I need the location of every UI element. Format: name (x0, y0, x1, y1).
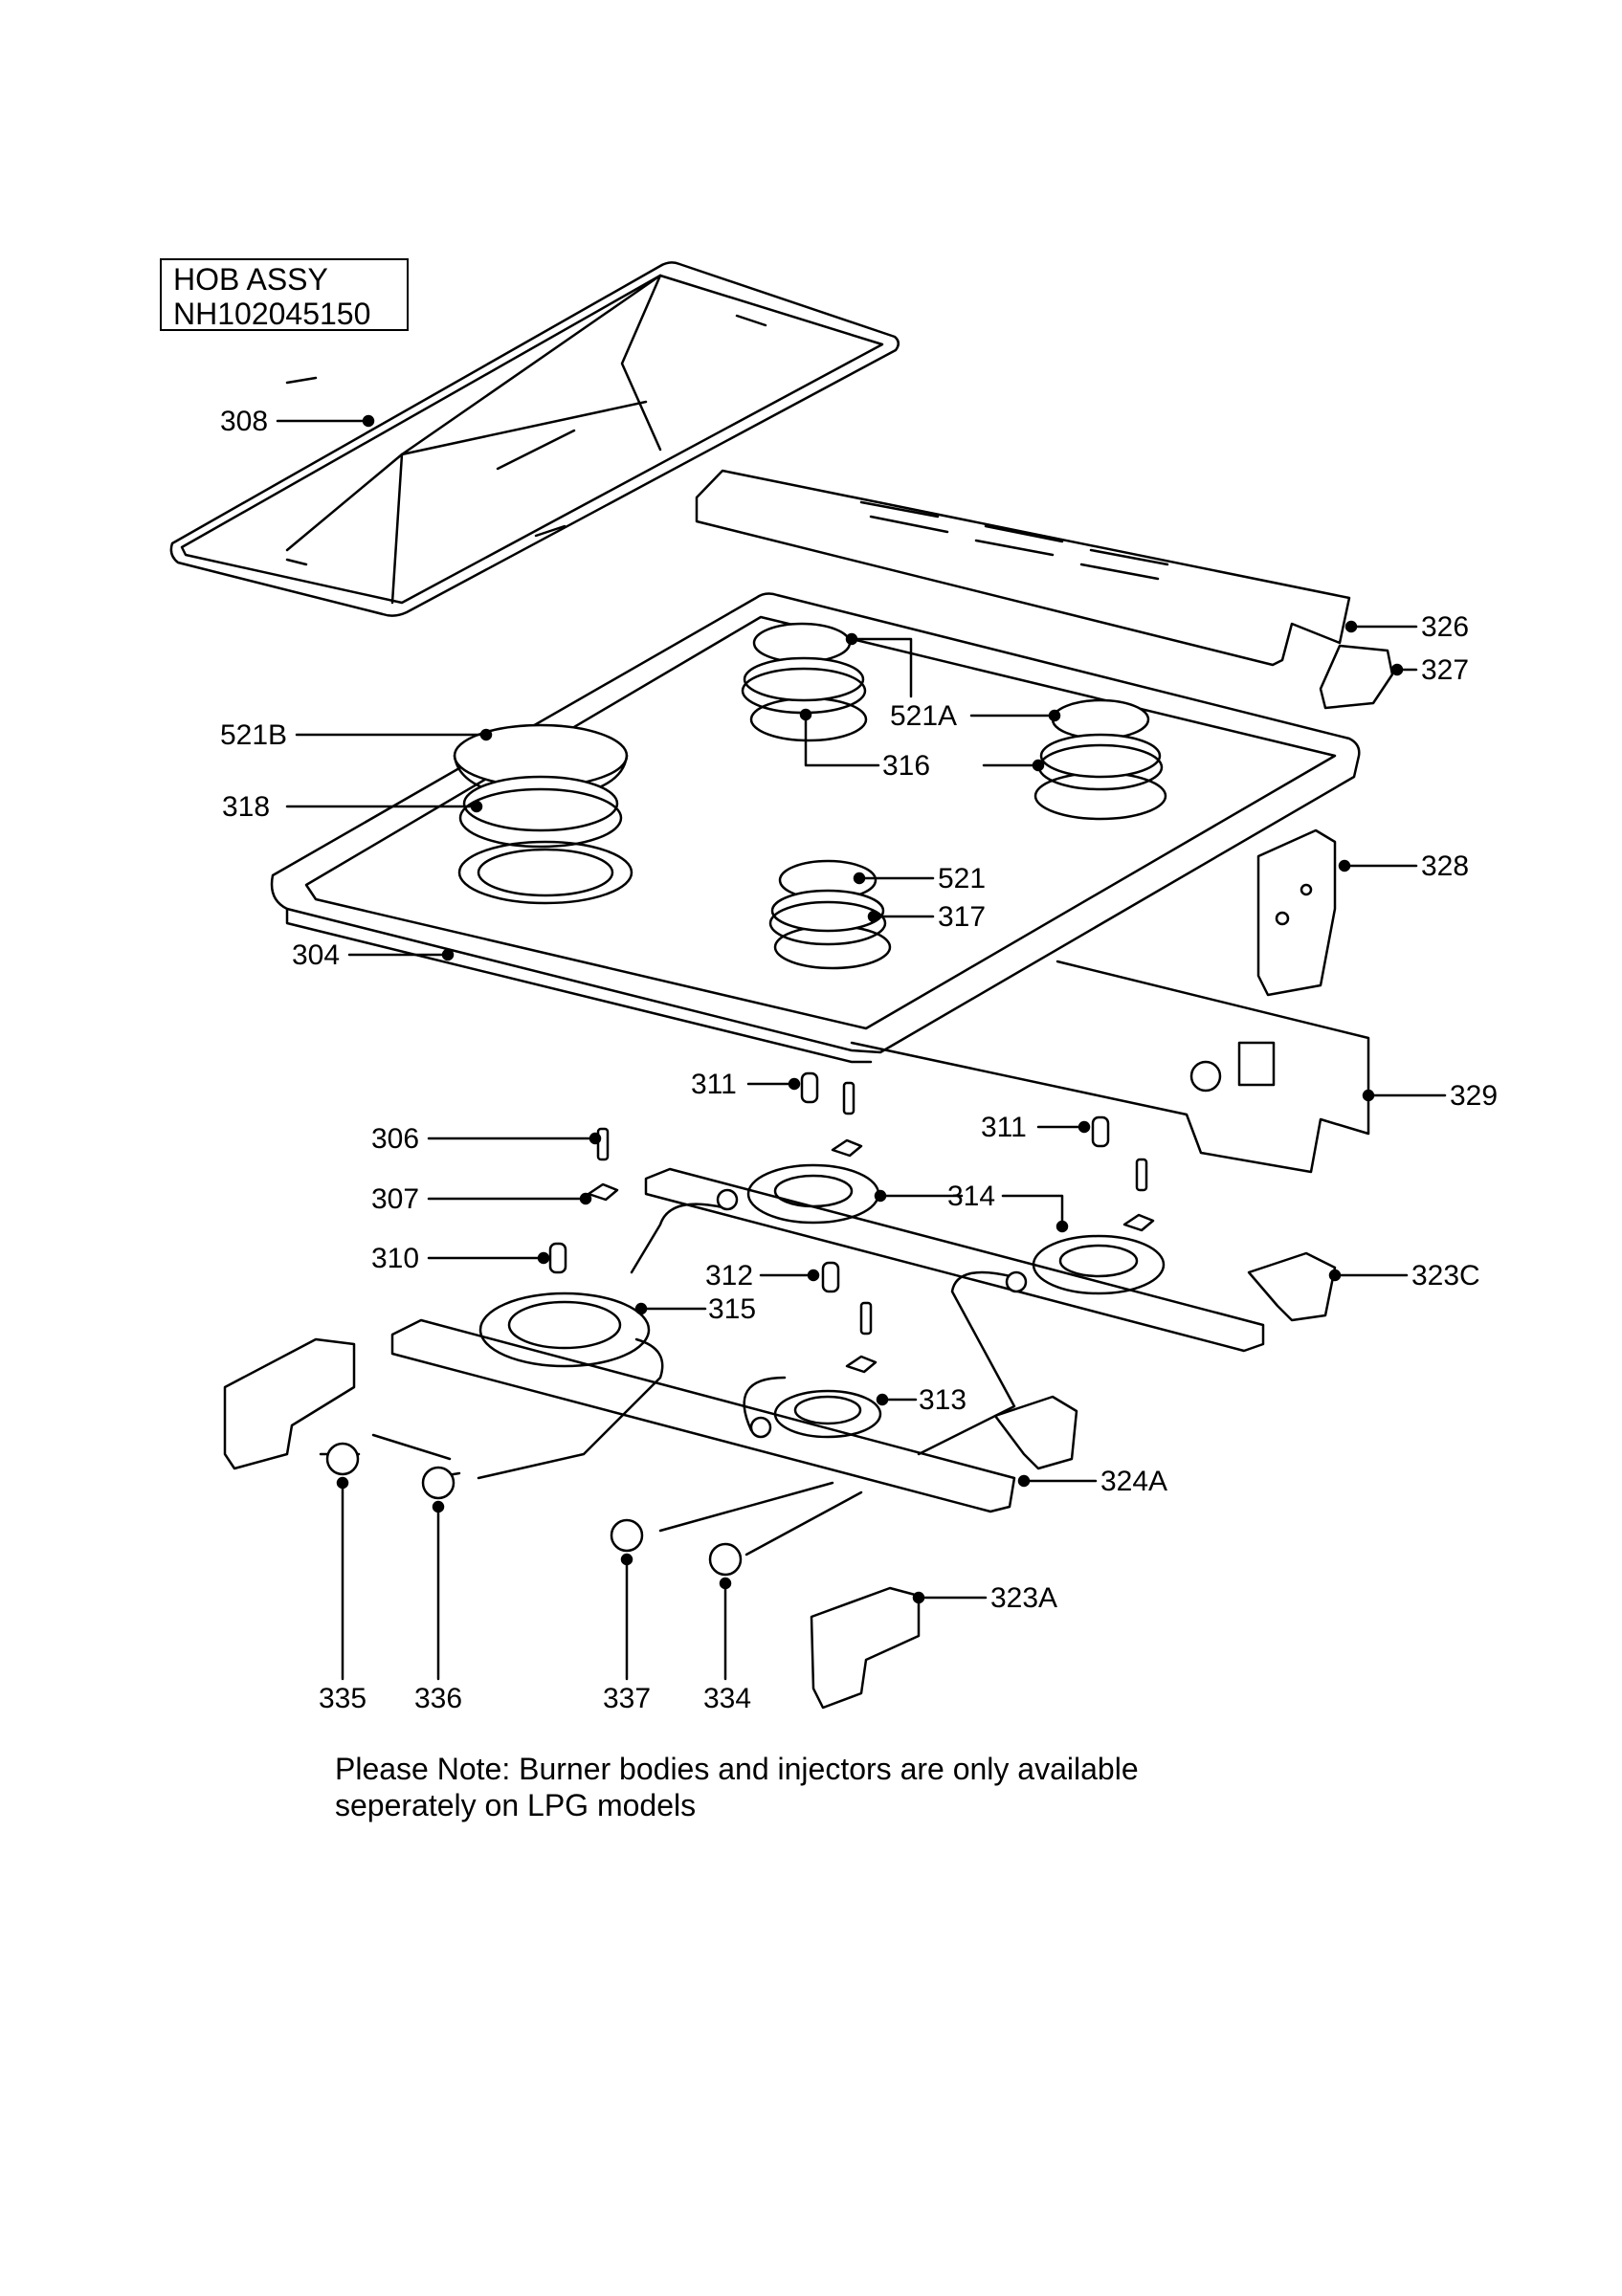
availability-note: Please Note: Burner bodies and injectors… (335, 1751, 1292, 1823)
note-line-1: Please Note: Burner bodies and injectors… (335, 1752, 1139, 1786)
front-rail (850, 960, 1370, 1174)
callout-310: 310 (371, 1243, 419, 1274)
small-burner-assembly (768, 859, 887, 946)
callout-315: 315 (708, 1293, 756, 1325)
callout-521a: 521A (890, 700, 957, 732)
callout-317: 317 (938, 901, 986, 933)
callout-323c: 323C (1411, 1260, 1480, 1292)
bracket-rear (993, 1395, 1078, 1470)
pan-support-grid (169, 261, 900, 617)
burner-body-313 (773, 1389, 882, 1439)
callout-327: 327 (1421, 654, 1469, 686)
callout-306: 306 (371, 1123, 419, 1155)
callout-324a: 324A (1100, 1466, 1167, 1497)
callout-318: 318 (222, 791, 270, 823)
assembly-part-number: NH102045150 (173, 297, 371, 331)
rear-right-burner-assembly (1037, 698, 1164, 791)
callout-311-right: 311 (981, 1112, 1027, 1143)
callout-521b: 521B (220, 719, 287, 751)
callout-328: 328 (1421, 850, 1469, 882)
burner-body-315 (478, 1292, 651, 1368)
callout-336: 336 (414, 1683, 462, 1714)
callout-337: 337 (603, 1683, 651, 1714)
callout-323a: 323A (990, 1582, 1057, 1614)
valve-fittings (325, 1188, 1028, 1577)
spring-clips (587, 1138, 1155, 1374)
callout-311-left: 311 (691, 1069, 737, 1100)
callout-314: 314 (947, 1181, 995, 1212)
injectors (548, 1071, 1148, 1336)
bracket-323c (1247, 1251, 1337, 1322)
callout-316: 316 (882, 750, 930, 782)
callout-329: 329 (1450, 1080, 1498, 1112)
callout-308: 308 (220, 406, 268, 437)
assembly-title: HOB ASSY (173, 262, 328, 297)
note-line-2: seperately on LPG models (335, 1788, 697, 1822)
callout-521: 521 (938, 863, 986, 894)
leader-lines (276, 414, 1447, 1681)
large-burner-assembly (453, 723, 629, 849)
callout-312: 312 (705, 1260, 753, 1292)
callout-labels: 308 326 327 521B 521A 316 318 328 521 31… (220, 406, 1498, 1714)
callout-304: 304 (292, 939, 340, 971)
manifold-bars (390, 1167, 1265, 1513)
callout-326: 326 (1421, 611, 1469, 643)
hob-top-plate (270, 592, 1361, 1064)
end-cap (1319, 644, 1394, 710)
side-bracket (1256, 828, 1337, 997)
callout-334: 334 (703, 1683, 751, 1714)
assembly-title-box: HOB ASSY NH102045150 (160, 258, 409, 331)
gas-pipes (319, 1203, 1016, 1556)
burner-body-rear-right (1032, 1234, 1166, 1295)
callout-335: 335 (319, 1683, 367, 1714)
bracket-323a (810, 1586, 921, 1710)
callout-313: 313 (919, 1384, 967, 1416)
bracket-left (223, 1337, 356, 1470)
callout-307: 307 (371, 1183, 419, 1215)
back-splash-panel (695, 469, 1351, 667)
